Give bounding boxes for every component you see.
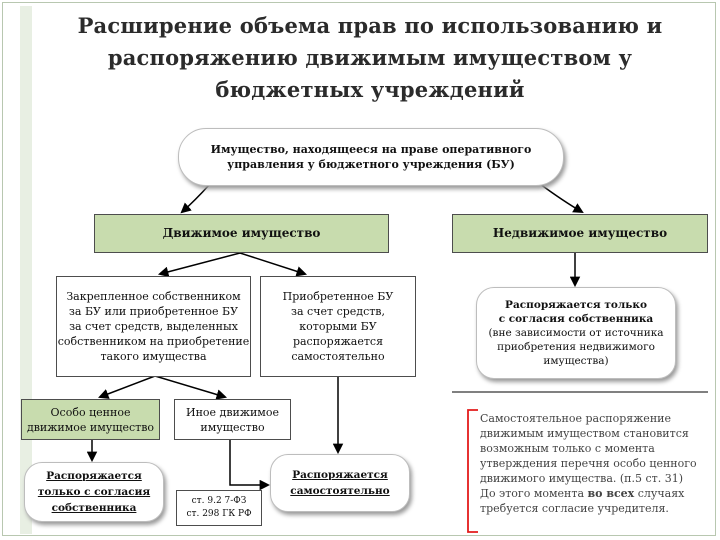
independent-line-1: Распоряжается [292, 469, 388, 481]
acquired-line-1: Приобретенное БУ [282, 290, 394, 303]
note-line-6-bold: во всех [587, 487, 635, 500]
title-line-2: распоряжению движимым имуществом у [107, 45, 633, 70]
owner-consent-line-2: только с согласия [37, 486, 151, 498]
note-line-6: До этого момента во всех случаях [480, 486, 708, 501]
note-text: Самостоятельное распоряжение движимым им… [476, 408, 712, 532]
immovable-rule-node: Распоряжается только с согласия собствен… [476, 287, 676, 379]
law-line-1: ст. 9.2 7-ФЗ [191, 496, 247, 506]
arrow-other-to-independent [229, 440, 271, 491]
law-reference-node: ст. 9.2 7-ФЗ ст. 298 ГК РФ [176, 490, 262, 526]
immovable-rule-line-2: с согласия собственника [498, 313, 654, 325]
movable-property-node: Движимое имущество [94, 214, 389, 253]
assigned-line-4: собственником на приобретение [57, 335, 250, 348]
acquired-line-2: за счет средств, [291, 305, 385, 318]
title-line-3: бюджетных учреждений [215, 77, 525, 102]
immovable-rule-line-5: имущества) [543, 355, 609, 367]
note-line-5: движимого имущества. (п.5 ст. 31) [480, 472, 684, 485]
arrow-assigned-to-other [154, 375, 228, 400]
valuable-line-1: Особо ценное [50, 405, 131, 419]
root-line-2: управления у бюджетного учреждения (БУ) [227, 158, 515, 171]
title-line-1: Расширение объема прав по использованию … [77, 13, 663, 38]
valuable-property-node: Особо ценное движимое имущество [21, 399, 160, 440]
note-line-3: возможным только с момента [480, 442, 655, 455]
assigned-line-2: за БУ или приобретенное БУ [68, 305, 239, 318]
immovable-rule-line-3: (вне зависимости от источника [488, 327, 664, 339]
immovable-rule-line-4: приобретения недвижимого [497, 341, 655, 353]
valuable-line-2: движимое имущество [26, 420, 155, 434]
independent-line-2: самостоятельно [290, 485, 390, 497]
root-line-1: Имущество, находящееся на праве оператив… [210, 143, 532, 156]
owner-consent-line-3: собственника [51, 502, 137, 514]
immovable-property-node: Недвижимое имущество [452, 214, 708, 253]
acquired-property-node: Приобретенное БУ за счет средств, которы… [260, 276, 416, 377]
immovable-rule-line-1: Распоряжается только [505, 299, 647, 311]
arrow-root-to-movable [180, 183, 211, 214]
law-line-2: ст. 298 ГК РФ [186, 509, 252, 519]
assigned-property-node: Закрепленное собственником за БУ или при… [56, 276, 251, 377]
note-line-6-pre: До этого момента [480, 487, 588, 500]
independent-disposal-node: Распоряжается самостоятельно [270, 454, 410, 512]
note-line-6-post: случаях [634, 487, 685, 500]
arrow-movable-to-acquired [239, 252, 307, 277]
note-line-1: Самостоятельное распоряжение [480, 412, 671, 425]
arrow-root-to-immovable [539, 183, 584, 214]
assigned-line-1: Закрепленное собственником [66, 290, 241, 303]
assigned-line-3: за счет средств, выделенных [69, 320, 238, 333]
note-line-2: движимым имуществом становится [480, 427, 689, 440]
arrow-assigned-to-valuable [98, 375, 156, 399]
note-bracket [467, 409, 478, 533]
owner-consent-node: Распоряжается только с согласия собствен… [24, 462, 164, 522]
arrow-movable-to-assigned [157, 252, 241, 277]
note-line-4: утверждения перечня особо ценного [480, 457, 697, 470]
owner-consent-line-1: Распоряжается [46, 470, 142, 482]
acquired-line-4: распоряжается [292, 335, 384, 348]
other-line-1: Иное движимое [186, 405, 279, 419]
other-line-2: имущество [200, 420, 265, 434]
other-property-node: Иное движимое имущество [174, 399, 291, 440]
slide-title: Расширение объема прав по использованию … [60, 10, 680, 106]
note-line-7: требуется согласие учредителя. [480, 502, 669, 515]
root-node: Имущество, находящееся на праве оператив… [178, 128, 564, 186]
acquired-line-3: которыми БУ [299, 320, 377, 333]
assigned-line-5: такого имущества [100, 350, 207, 363]
acquired-line-5: самостоятельно [291, 350, 385, 363]
